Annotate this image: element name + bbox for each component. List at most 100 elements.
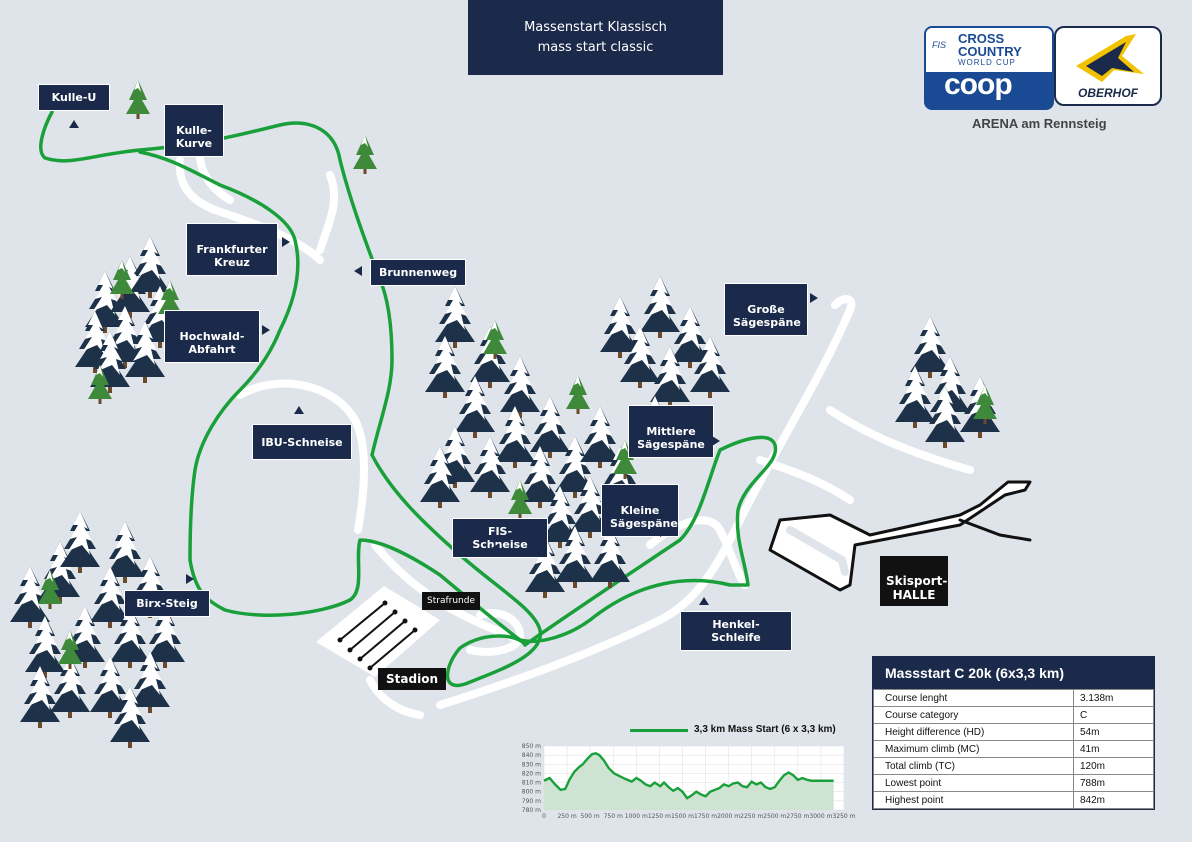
label-ibu-schneise: IBU-Schneise bbox=[252, 424, 352, 460]
stats-row: Total climb (TC)120m bbox=[873, 757, 1154, 775]
label-text: IBU-Schneise bbox=[261, 436, 343, 449]
stats-row: Height difference (HD)54m bbox=[873, 723, 1154, 741]
chart-x-tick-label: 3250 m bbox=[832, 813, 855, 820]
label-text: Kulle- Kurve bbox=[175, 124, 213, 150]
legend-track-swatch bbox=[630, 729, 688, 732]
chart-x-tick-label: 2000 m bbox=[717, 813, 740, 820]
chart-elevation-line bbox=[543, 752, 834, 800]
chart-x-tick-label: 1250 m bbox=[648, 813, 671, 820]
label-text: Große Sägespäne bbox=[733, 303, 801, 329]
chart-y-tick-label: 840 m bbox=[522, 752, 541, 759]
fis-text: FIS bbox=[932, 40, 947, 50]
label-text: Hochwald- Abfahrt bbox=[179, 330, 245, 356]
label-frankfurter-kreuz: Frankfurter Kreuz bbox=[186, 223, 278, 276]
arrow-up-icon bbox=[69, 120, 79, 128]
chart-elevation-area bbox=[544, 753, 834, 810]
label-text: Mittlere Sägespäne bbox=[637, 425, 705, 451]
label-text: Henkel-Schleife bbox=[711, 618, 761, 644]
arrow-right-icon bbox=[282, 237, 290, 247]
stats-value: 3.138m bbox=[1073, 689, 1154, 707]
oberhof-text: OBERHOF bbox=[1078, 86, 1138, 100]
label-text: Birx-Steig bbox=[136, 597, 198, 610]
stats-label: Height difference (HD) bbox=[873, 723, 1074, 741]
label-text: FIS-Schneise bbox=[472, 525, 528, 551]
chart-x-tick-label: 2750 m bbox=[786, 813, 809, 820]
label-kulle-u: Kulle-U bbox=[38, 84, 110, 111]
stats-value: 120m bbox=[1073, 757, 1154, 775]
oberhof-logo: OBERHOF bbox=[1054, 26, 1162, 106]
world-cup-text: WORLD CUP bbox=[958, 58, 1016, 67]
chart-y-tick-label: 790 m bbox=[522, 798, 541, 805]
chart-y-tick-label: 780 m bbox=[522, 807, 541, 814]
label-kulle-kurve: Kulle- Kurve bbox=[164, 104, 224, 157]
chart-y-tick-label: 830 m bbox=[522, 761, 541, 768]
label-mittlere-saegespaene: Mittlere Sägespäne bbox=[628, 405, 714, 458]
stats-label: Course lenght bbox=[873, 689, 1074, 707]
chart-x-tick-label: 1000 m bbox=[625, 813, 648, 820]
stats-label: Total climb (TC) bbox=[873, 757, 1074, 775]
chart-x-tick-label: 250 m bbox=[557, 813, 576, 820]
arrow-down-icon bbox=[176, 148, 186, 156]
country-text: COUNTRY bbox=[958, 44, 1022, 59]
stats-label: Lowest point bbox=[873, 774, 1074, 792]
stats-label: Maximum climb (MC) bbox=[873, 740, 1074, 758]
label-henkel-schleife: Henkel-Schleife bbox=[680, 611, 792, 651]
stats-row: Maximum climb (MC)41m bbox=[873, 740, 1154, 758]
arrow-right-icon bbox=[186, 574, 194, 584]
chart-x-tick-label: 750 m bbox=[604, 813, 623, 820]
legend-track-label: 3,3 km Mass Start (6 x 3,3 km) bbox=[694, 724, 836, 735]
chart-x-tick-label: 2250 m bbox=[740, 813, 763, 820]
arrow-up-icon bbox=[294, 406, 304, 414]
label-strafrunde: Strafrunde bbox=[422, 592, 480, 610]
chart-x-tick-label: 2500 m bbox=[763, 813, 786, 820]
coop-text: coop bbox=[944, 68, 1013, 101]
label-hochwald-abfahrt: Hochwald- Abfahrt bbox=[164, 310, 260, 363]
label-text: Brunnenweg bbox=[379, 266, 458, 279]
label-text: Kulle-U bbox=[51, 91, 97, 104]
label-text: Kleine Sägespäne bbox=[610, 504, 678, 530]
chart-x-tick-label: 1750 m bbox=[694, 813, 717, 820]
title-line-1: Massenstart Klassisch bbox=[524, 20, 667, 35]
arrow-right-icon bbox=[712, 436, 720, 446]
label-text: Stadion bbox=[386, 672, 438, 686]
stats-value: 54m bbox=[1073, 723, 1154, 741]
course-stats-panel: Massstart C 20k (6x3,3 km) Course lenght… bbox=[872, 656, 1155, 810]
label-stadion: Stadion bbox=[378, 668, 446, 690]
arrow-right-icon bbox=[810, 293, 818, 303]
label-skisport-halle: Skisport- HALLE bbox=[880, 556, 948, 606]
legend: 3,3 km Mass Start (6 x 3,3 km) bbox=[630, 724, 850, 738]
label-brunnenweg: Brunnenweg bbox=[370, 259, 466, 286]
stats-label: Course category bbox=[873, 706, 1074, 724]
title-line-2: mass start classic bbox=[537, 40, 654, 55]
chart-x-tick-label: 3000 m bbox=[809, 813, 832, 820]
label-text: Frankfurter Kreuz bbox=[196, 243, 268, 269]
fis-coop-logo: FIS CROSS COUNTRY WORLD CUP coop bbox=[924, 26, 1054, 110]
label-text: Strafrunde bbox=[427, 596, 475, 606]
venue-name: ARENA am Rennsteig bbox=[972, 116, 1107, 131]
arrow-up-icon bbox=[699, 597, 709, 605]
label-grosse-saegespaene: Große Sägespäne bbox=[724, 283, 808, 336]
stats-value: C bbox=[1073, 706, 1154, 724]
stats-label: Highest point bbox=[873, 791, 1074, 809]
forest-bottom-left bbox=[10, 511, 185, 748]
arrow-right-icon bbox=[262, 325, 270, 335]
chart-x-tick-label: 500 m bbox=[581, 813, 600, 820]
stats-header: Massstart C 20k (6x3,3 km) bbox=[873, 657, 1154, 689]
label-birx-steig: Birx-Steig bbox=[124, 590, 210, 617]
label-fis-schneise: FIS-Schneise bbox=[452, 518, 548, 558]
chart-x-tick-label: 0 bbox=[542, 813, 546, 820]
arrow-left-icon bbox=[354, 266, 362, 276]
chart-y-tick-label: 820 m bbox=[522, 770, 541, 777]
chart-x-tick-label: 1500 m bbox=[671, 813, 694, 820]
chart-y-tick-label: 810 m bbox=[522, 780, 541, 787]
label-text: Skisport- HALLE bbox=[886, 574, 948, 602]
arrow-left-icon bbox=[490, 544, 498, 554]
arrow-right-icon bbox=[660, 527, 668, 537]
